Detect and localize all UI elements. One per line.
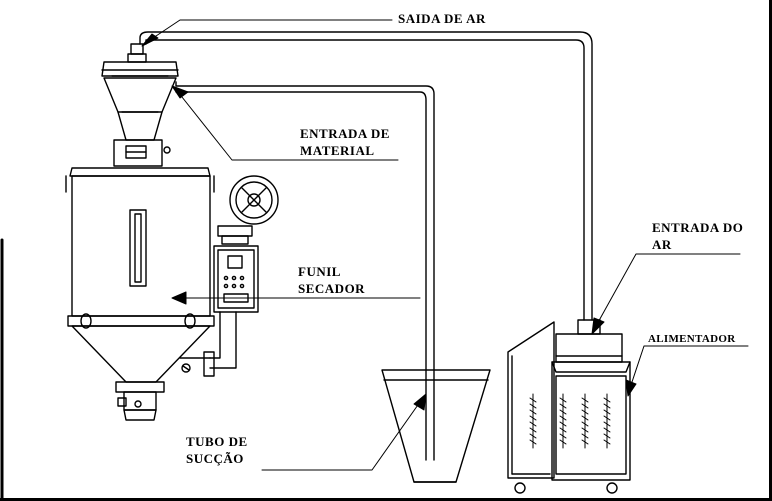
- label-tubo-de-succao-line2: SUCÇÃO: [186, 451, 244, 466]
- label-alimentador: ALIMENTADOR: [648, 333, 736, 345]
- loader-cabinet: [551, 361, 631, 481]
- wheel: [514, 482, 526, 494]
- alimentador-arrow: [625, 379, 637, 397]
- entrada-de-material-leader: [177, 91, 399, 161]
- wheel: [606, 482, 618, 494]
- blower-housing: [229, 175, 279, 225]
- blower-unit: [203, 175, 279, 377]
- loader-side-panel: [507, 321, 555, 479]
- label-saida-de-ar: SAIDA DE AR: [398, 11, 486, 26]
- material-valve: [113, 139, 163, 167]
- receiver: [555, 333, 623, 363]
- dryer-hopper: [65, 43, 215, 421]
- label-entrada-do-ar-line1: ENTRADA DO: [652, 220, 744, 235]
- label-entrada-do-ar-line2: AR: [652, 237, 672, 252]
- discharge-cone: [71, 325, 211, 383]
- barrel-top-flange: [69, 167, 211, 177]
- entrada-de-material-arrow: [171, 85, 189, 99]
- label-entrada-de-material-line1: ENTRADA DE: [300, 126, 390, 141]
- loader-unit: [507, 319, 631, 494]
- funil-secador-arrow: [171, 291, 187, 305]
- loader-cone: [103, 77, 177, 113]
- sight-glass: [129, 209, 147, 287]
- callouts: [141, 19, 749, 471]
- tubo-de-succao-leader: [261, 401, 421, 471]
- saida-de-ar-leader: [149, 19, 393, 41]
- air-return-pipe: [139, 31, 593, 321]
- material-bin: [381, 369, 491, 483]
- bin-body: [381, 369, 491, 483]
- label-entrada-de-material-line2: MATERIAL: [300, 143, 375, 158]
- label-funil-secador-line2: SECADOR: [298, 281, 366, 296]
- entrada-do-ar-leader: [595, 253, 741, 327]
- saida-de-ar-arrow: [141, 33, 159, 47]
- label-funil-secador-line1: FUNIL: [298, 264, 341, 279]
- alimentador-leader: [629, 345, 749, 389]
- loader-lid: [101, 61, 179, 77]
- tubo-de-succao-arrow: [413, 393, 427, 411]
- entrada-do-ar-arrow: [591, 317, 605, 335]
- material-suction-pipe: [175, 81, 435, 461]
- label-tubo-de-succao-line1: TUBO DE: [186, 434, 248, 449]
- air-outlet-base: [127, 53, 147, 63]
- air-outlet-nozzle: [130, 43, 144, 55]
- vent-louvres: [529, 393, 611, 449]
